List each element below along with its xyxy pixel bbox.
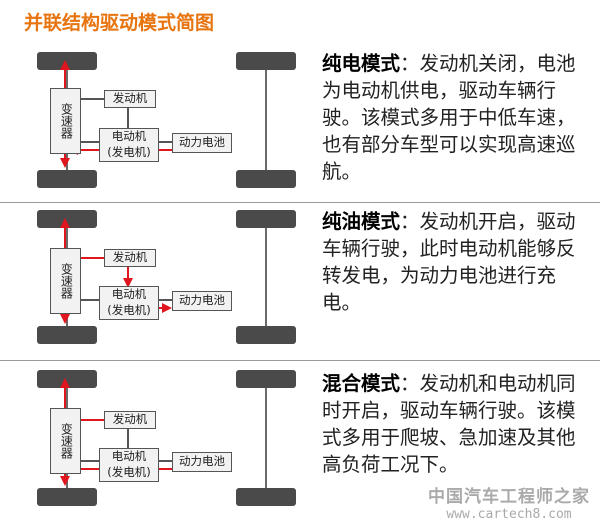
panel-hybrid-mode: 变速器 发动机 电动机 (发电机) 动力电池 混合模式：发动机和电动机同时开启，… xyxy=(0,362,600,526)
wheel-front-right xyxy=(236,370,296,388)
wheel-front-left xyxy=(37,370,97,388)
mode-text-electric: ：发动机关闭，电池为电动机供电，驱动车辆行驶。该模式多用于中低车速，也有部分车型… xyxy=(322,52,576,183)
generator-label: (发电机) xyxy=(107,303,151,317)
battery-box: 动力电池 xyxy=(172,291,232,311)
drivetrain-diagram-fuel: 变速器 发动机 电动机 (发电机) 动力电池 xyxy=(0,204,320,364)
drivetrain-diagram-hybrid: 变速器 发动机 电动机 (发电机) 动力电池 xyxy=(0,362,320,522)
motor-generator-box: 电动机 (发电机) xyxy=(99,448,159,482)
mode-description-hybrid: 混合模式：发动机和电动机同时开启，驱动车辆行驶。该模式多用于爬坡、急加速及其他高… xyxy=(322,370,590,478)
panel-fuel-mode: 变速器 发动机 电动机 (发电机) 动力电池 纯油模式：发动机开启，驱动车辆行驶… xyxy=(0,204,600,359)
engine-box: 发动机 xyxy=(104,90,156,108)
mode-description-fuel: 纯油模式：发动机开启，驱动车辆行驶，此时电动机能够反转发电，为动力电池进行充电。 xyxy=(322,208,590,316)
wheel-front-right xyxy=(236,210,296,228)
divider-1 xyxy=(0,202,600,203)
motor-label: 电动机 xyxy=(111,449,147,464)
engine-label: 发动机 xyxy=(112,91,148,106)
watermark-site-name: 中国汽车工程师之家 xyxy=(428,487,590,507)
motor-generator-box: 电动机 (发电机) xyxy=(99,128,159,162)
battery-box: 动力电池 xyxy=(172,452,232,472)
mode-name-electric: 纯电模式 xyxy=(322,52,401,75)
mode-name-hybrid: 混合模式 xyxy=(322,372,401,395)
wheel-rear-left xyxy=(37,170,97,188)
battery-box: 动力电池 xyxy=(172,133,232,153)
wheel-front-left xyxy=(37,210,97,228)
mode-text-hybrid: ：发动机和电动机同时开启，驱动车辆行驶。该模式多用于爬坡、急加速及其他高负荷工况… xyxy=(322,372,576,476)
battery-label: 动力电池 xyxy=(179,293,225,308)
drivetrain-lines-hybrid xyxy=(37,370,296,506)
wheel-rear-right xyxy=(236,170,296,188)
generator-label: (发电机) xyxy=(107,465,151,479)
gearbox-label: 变速器 xyxy=(59,423,74,459)
motor-label: 电动机 xyxy=(111,287,147,302)
battery-label: 动力电池 xyxy=(179,454,225,469)
panel-electric-mode: 变速器 发动机 电动机 (发电机) 动力电池 纯电模式：发动机关闭，电池为电动机… xyxy=(0,44,600,199)
motor-generator-box: 电动机 (发电机) xyxy=(99,286,159,320)
diagram-title: 并联结构驱动模式简图 xyxy=(24,12,215,34)
drivetrain-lines-fuel xyxy=(37,210,296,344)
gearbox-box: 变速器 xyxy=(50,88,81,154)
mode-description-electric: 纯电模式：发动机关闭，电池为电动机供电，驱动车辆行驶。该模式多用于中低车速，也有… xyxy=(322,50,590,185)
wheel-rear-right xyxy=(236,326,296,344)
engine-label: 发动机 xyxy=(112,412,148,427)
wheel-rear-left xyxy=(37,488,97,506)
gearbox-label: 变速器 xyxy=(59,103,74,139)
mode-text-fuel: ：发动机开启，驱动车辆行驶，此时电动机能够反转发电，为动力电池进行充电。 xyxy=(322,210,576,314)
motor-label: 电动机 xyxy=(111,129,147,144)
engine-box: 发动机 xyxy=(104,249,156,267)
drivetrain-lines-electric xyxy=(37,52,296,188)
engine-box: 发动机 xyxy=(104,411,156,429)
wheel-front-left xyxy=(37,52,97,70)
wheel-front-right xyxy=(236,52,296,70)
generator-label: (发电机) xyxy=(107,145,151,159)
wheel-rear-left xyxy=(37,326,97,344)
battery-label: 动力电池 xyxy=(179,135,225,150)
watermark-url: www.cartech8.com xyxy=(446,507,572,522)
drivetrain-diagram-electric: 变速器 发动机 电动机 (发电机) 动力电池 xyxy=(0,44,320,204)
gearbox-label: 变速器 xyxy=(59,263,74,299)
engine-label: 发动机 xyxy=(112,250,148,265)
watermark: 中国汽车工程师之家 www.cartech8.com xyxy=(428,482,590,522)
gearbox-box: 变速器 xyxy=(50,248,81,314)
gearbox-box: 变速器 xyxy=(50,408,81,474)
wheel-rear-right xyxy=(236,488,296,506)
divider-2 xyxy=(0,360,600,361)
mode-name-fuel: 纯油模式 xyxy=(322,210,401,233)
